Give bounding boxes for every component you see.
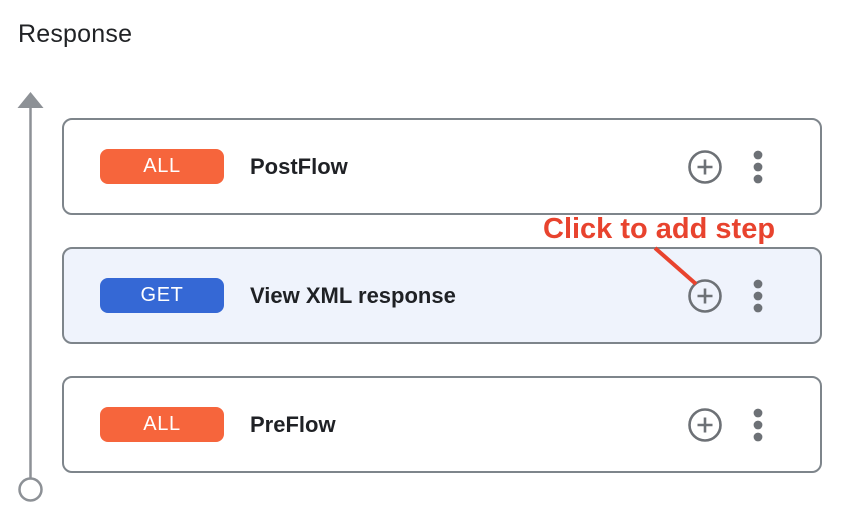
flow-menu-button[interactable] [746,406,770,444]
flow-card-postflow[interactable]: ALL PostFlow [62,118,822,215]
flow-card-view-xml-response[interactable]: GET View XML response [62,247,822,344]
plus-circle-icon [688,149,722,184]
card-actions [687,406,770,444]
circle-terminal-icon [18,477,43,502]
kebab-menu-icon [753,279,763,312]
method-badge: ALL [100,149,224,184]
flow-menu-button[interactable] [746,148,770,186]
flow-card-label: PreFlow [250,411,336,437]
section-title: Response [18,20,133,48]
flow-card-label: View XML response [250,282,456,308]
method-badge: ALL [100,407,224,442]
method-badge: GET [100,278,224,313]
arrow-up-icon [17,92,44,108]
add-step-button[interactable] [687,149,723,185]
kebab-menu-icon [753,408,763,441]
flow-card-label: PostFlow [250,153,348,179]
flow-card-preflow[interactable]: ALL PreFlow [62,376,822,473]
plus-circle-icon [688,407,722,442]
flow-menu-button[interactable] [746,277,770,315]
add-step-button[interactable] [687,407,723,443]
flow-card-list: ALL PostFlow [62,118,822,473]
card-actions [687,148,770,186]
add-step-button[interactable] [687,278,723,314]
kebab-menu-icon [753,150,763,183]
card-actions [687,277,770,315]
plus-circle-icon [688,278,722,313]
